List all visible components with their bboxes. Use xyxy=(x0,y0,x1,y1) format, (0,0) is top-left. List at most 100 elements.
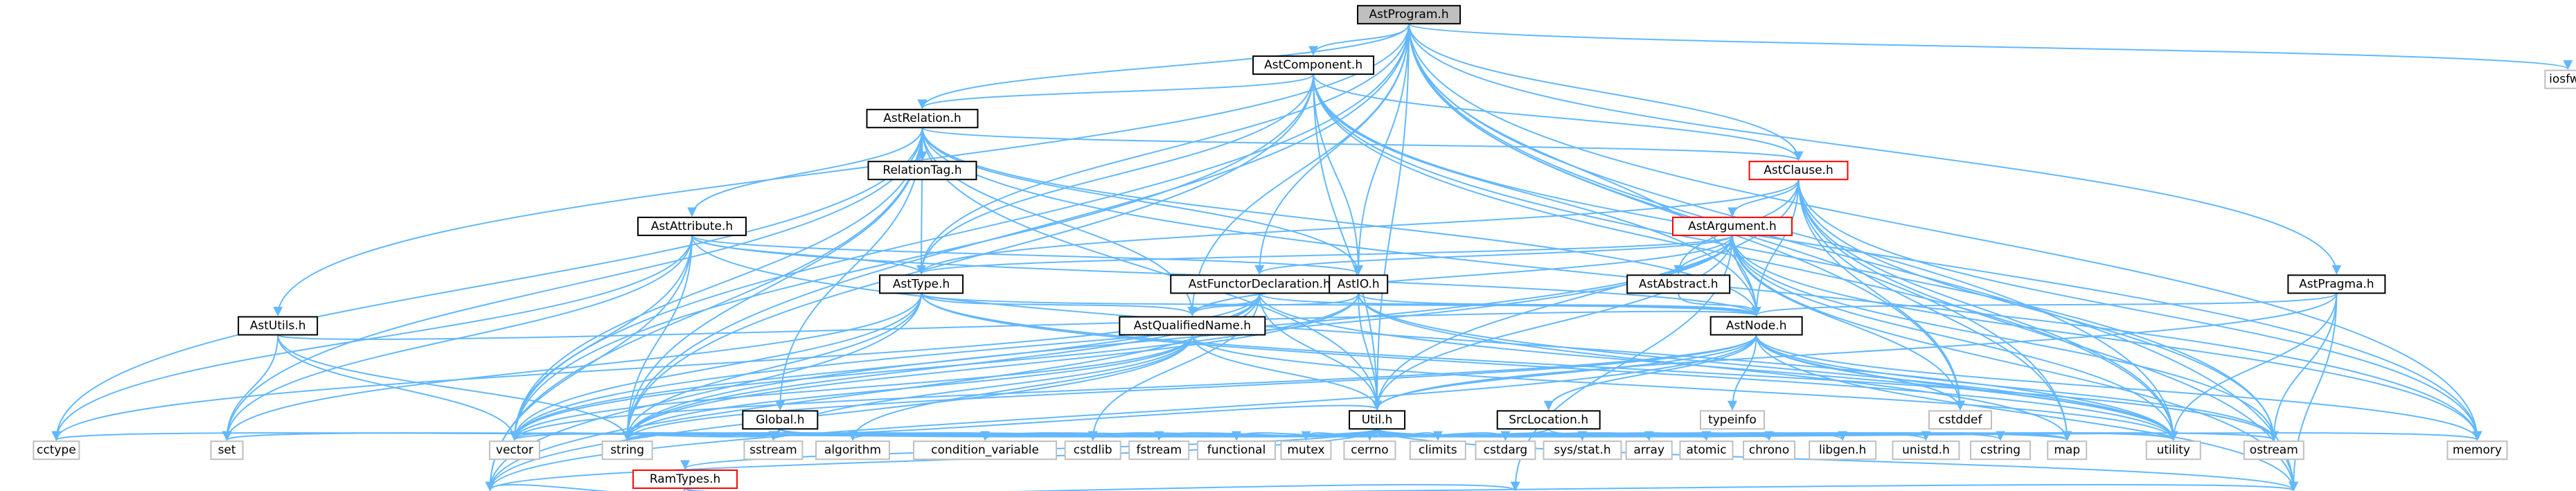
node-cctype: cctype xyxy=(33,440,80,461)
edge-type-set xyxy=(222,293,923,441)
node-label-n1: AstComponent.h xyxy=(1264,58,1362,72)
node-srcloc[interactable]: SrcLocation.h xyxy=(1496,410,1601,430)
node-label-fstream: fstream xyxy=(1136,443,1182,457)
node-cstdarg: cstdarg xyxy=(1475,440,1536,461)
node-box-vector xyxy=(488,440,540,461)
edge-attr-cctype xyxy=(51,235,693,441)
edge-io-qname xyxy=(1187,293,1360,316)
node-label-n2: AstRelation.h xyxy=(883,111,961,125)
node-box-srcloc xyxy=(1496,410,1601,430)
node-label-node: AstNode.h xyxy=(1726,319,1787,332)
node-box-reltag xyxy=(867,161,977,181)
node-label-sysstat: sys/stat.h xyxy=(1554,443,1610,457)
edge-qname-string xyxy=(622,334,1193,441)
node-reltag[interactable]: RelationTag.h xyxy=(867,161,977,181)
node-n2[interactable]: AstRelation.h xyxy=(866,109,979,129)
node-clause[interactable]: AstClause.h xyxy=(1748,161,1849,181)
node-box-cctype xyxy=(33,440,80,461)
edge-functor-util xyxy=(1259,293,1383,411)
edge-ramtypes-limits xyxy=(684,481,1520,491)
node-box-utils xyxy=(238,316,319,336)
edge-pragma-ostream xyxy=(2268,293,2338,441)
node-label-iosfwd: iosfwd xyxy=(2549,73,2576,87)
edge-io-node xyxy=(1358,292,1761,316)
edge-n2-set xyxy=(222,127,923,441)
node-util[interactable]: Util.h xyxy=(1349,410,1406,430)
node-box-functional xyxy=(1197,440,1277,461)
edge-arg-memory xyxy=(1732,235,2482,441)
edge-attr-string xyxy=(622,235,693,441)
node-label-cstddef: cstddef xyxy=(1939,413,1983,427)
edge-n2-io xyxy=(921,127,1364,275)
node-box-io xyxy=(1329,274,1389,294)
node-pragma[interactable]: AstPragma.h xyxy=(2287,274,2386,294)
node-typeinfo: typeinfo xyxy=(1700,410,1766,430)
edge-srcloc-string xyxy=(623,428,1549,441)
node-ramtypes[interactable]: RamTypes.h xyxy=(632,469,738,489)
edge-n0-iosfwd xyxy=(1408,23,2573,71)
edge-node-string xyxy=(622,334,1757,441)
edge-utils-string xyxy=(277,334,632,441)
node-label-utils: AstUtils.h xyxy=(250,319,306,332)
node-label-condvar: condition_variable xyxy=(931,443,1039,457)
node-box-n0 xyxy=(1357,5,1462,25)
node-string: string xyxy=(601,440,653,461)
node-n0[interactable]: AstProgram.h xyxy=(1357,5,1462,25)
edge-clause-memory xyxy=(1797,179,2482,441)
edge-type-string xyxy=(622,293,923,441)
node-label-functor: AstFunctorDeclaration.h xyxy=(1189,277,1331,291)
edge-qname-iostream xyxy=(485,334,1193,491)
edge-type-qname xyxy=(921,292,1198,316)
edge-type-node xyxy=(921,292,1761,316)
node-label-n0: AstProgram.h xyxy=(1369,8,1449,21)
node-abstract[interactable]: AstAbstract.h xyxy=(1626,274,1731,294)
edge-util-cerrno xyxy=(1365,429,1378,441)
node-functor[interactable]: AstFunctorDeclaration.h xyxy=(1170,274,1349,294)
node-label-type: AstType.h xyxy=(893,277,950,291)
edge-n1-memory xyxy=(1313,74,2482,441)
node-libgen: libgen.h xyxy=(1809,440,1877,461)
edge-n0-n2 xyxy=(917,24,1410,109)
edge-io-vector xyxy=(510,293,1360,441)
node-attr[interactable]: AstAttribute.h xyxy=(637,216,747,236)
node-arg[interactable]: AstArgument.h xyxy=(1672,216,1793,236)
node-box-functor xyxy=(1170,274,1349,294)
node-utility: utility xyxy=(2145,440,2201,461)
edge-n2-clause xyxy=(921,127,1803,161)
node-type[interactable]: AstType.h xyxy=(879,274,964,294)
node-box-array xyxy=(1625,440,1673,461)
node-condvar: condition_variable xyxy=(913,440,1058,461)
edge-srcloc-utility xyxy=(1547,428,2178,441)
edge-clause-type xyxy=(916,179,1800,275)
node-iosfwd: iosfwd xyxy=(2544,69,2576,89)
node-box-n1 xyxy=(1252,55,1375,75)
node-node[interactable]: AstNode.h xyxy=(1709,316,1803,336)
node-label-clause: AstClause.h xyxy=(1764,163,1833,177)
edge-pragma-utility xyxy=(2168,293,2338,441)
node-box-cerrno xyxy=(1343,440,1396,461)
edge-clause-ostream xyxy=(1797,179,2279,441)
node-label-sstream: sstream xyxy=(749,443,797,457)
node-box-mutex xyxy=(1280,440,1332,461)
node-qname[interactable]: AstQualifiedName.h xyxy=(1119,316,1266,336)
edge-clause-cstddef xyxy=(1797,179,1965,411)
node-label-libgen: libgen.h xyxy=(1819,443,1866,457)
node-box-set xyxy=(210,440,244,461)
node-label-global: Global.h xyxy=(756,413,804,427)
node-algorithm: algorithm xyxy=(815,440,891,461)
edge-node-cassert xyxy=(1755,334,2299,491)
node-set: set xyxy=(210,440,244,461)
node-io[interactable]: AstIO.h xyxy=(1329,274,1389,294)
edge-io-util xyxy=(1358,293,1383,411)
edge-n2-type xyxy=(916,127,927,275)
edge-n0-pragma xyxy=(1408,24,2342,275)
edge-n0-type xyxy=(916,24,1410,275)
node-global[interactable]: Global.h xyxy=(742,410,819,430)
edge-utils-node xyxy=(277,306,1761,340)
node-memory: memory xyxy=(2446,440,2508,461)
node-label-map: map xyxy=(2054,443,2080,457)
edge-io-string xyxy=(622,293,1360,441)
node-utils[interactable]: AstUtils.h xyxy=(238,316,319,336)
node-n1[interactable]: AstComponent.h xyxy=(1252,55,1375,75)
node-cstddef: cstddef xyxy=(1928,410,1992,430)
